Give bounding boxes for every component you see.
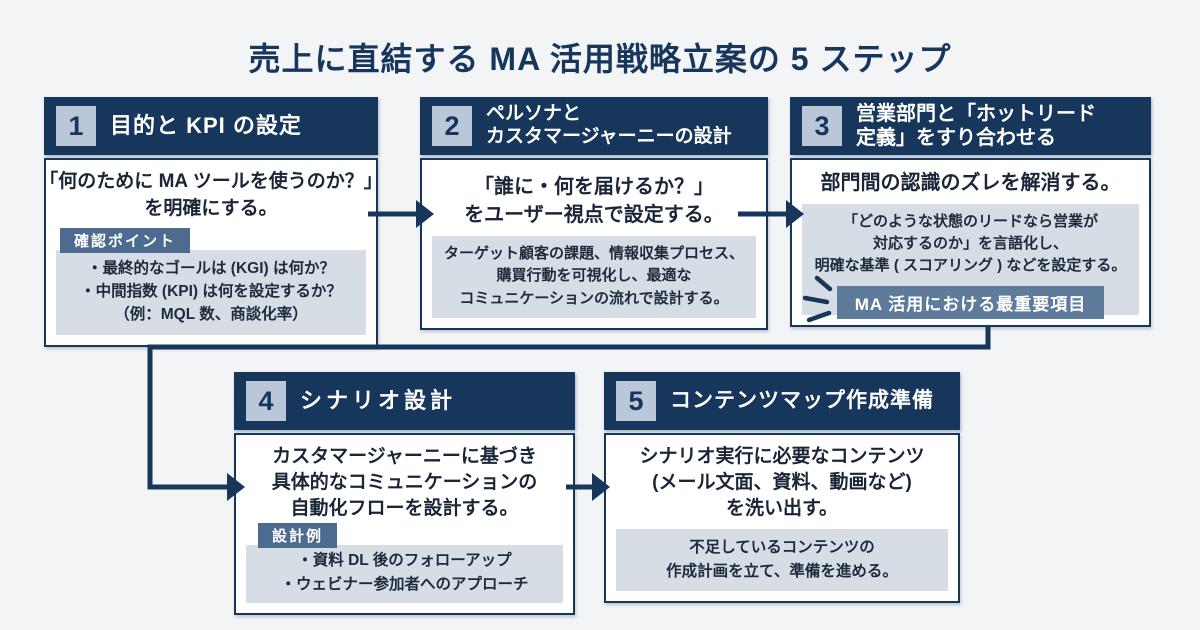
- step-box-1: 1 目的と KPI の設定 「何のために MA ツールを使うのか？」 を明確にす…: [39, 97, 383, 347]
- step-5-detail-panel: 不足しているコンテンツの 作成計画を立て、準備を進める。: [616, 529, 948, 591]
- step-2-header: 2 ペルソナと カスタマージャーニーの設計: [420, 97, 768, 155]
- step-2-number: 2: [432, 106, 472, 146]
- step-3-body-text: 部門間の認識のズレを解消する。: [820, 172, 1121, 194]
- step-3-detail-panel: 「どのような状態のリードなら営業が 対応するのか」を言語化し、 明確な基準 ( …: [802, 204, 1139, 322]
- step-1-header: 1 目的と KPI の設定: [44, 97, 378, 155]
- step-4-title: シナリオ設計: [300, 387, 457, 413]
- step-2-detail-panel: ターゲット顧客の課題、情報収集プロセス、 購買行動を可視化し、最適な コミュニケ…: [432, 235, 756, 319]
- step-5-body: シナリオ実行に必要なコンテンツ (メール文面、資料、動画など) を洗い出す。 不…: [604, 433, 960, 603]
- step-2-title: ペルソナと カスタマージャーニーの設計: [486, 103, 732, 147]
- step-2-body: 「誰に・何を届けるか？」 をユーザー視点で設定する。 ターゲット顧客の課題、情報…: [420, 158, 768, 331]
- step-3-number: 3: [802, 106, 842, 146]
- step-1-number: 1: [56, 106, 96, 146]
- step-2-body-text: 「誰に・何を届けるか？」: [474, 176, 714, 198]
- step-5-title: コンテンツマップ作成準備: [670, 389, 934, 413]
- emphasis-burst-icon: [802, 275, 832, 322]
- step-1-title: 目的と KPI の設定: [110, 112, 302, 138]
- step-1-detail-panel: ・最終的なゴールは (KGI) は何か？ ・中間指数 (KPI) は何を設定する…: [56, 249, 366, 335]
- step-box-5: 5 コンテンツマップ作成準備 シナリオ実行に必要なコンテンツ (メール文面、資料…: [604, 372, 960, 603]
- step-4-body-text: カスタマージャーニーに基づき: [272, 446, 537, 467]
- step-5-header: 5 コンテンツマップ作成準備: [604, 372, 960, 430]
- step-4-detail-panel: ・資料 DL 後のフォローアップ ・ウェビナー参加者へのアプローチ: [246, 545, 563, 603]
- step-4-header: 4 シナリオ設計: [234, 372, 575, 430]
- step-box-2: 2 ペルソナと カスタマージャーニーの設計 「誰に・何を届けるか？」 をユーザー…: [420, 97, 768, 331]
- step-3-badge: MA 活用における最重要項目: [836, 285, 1105, 319]
- page-title: 売上に直結する MA 活用戦略立案の 5 ステップ: [248, 41, 952, 77]
- step-1-body-text: 「何のために MA ツールを使うのか？」: [39, 171, 383, 192]
- step-box-4: 4 シナリオ設計 カスタマージャーニーに基づき 具体的なコミュニケーションの 自…: [234, 372, 575, 615]
- step-4-sublabel: 設計例: [258, 523, 338, 549]
- step-1-sublabel: 確認ポイント: [60, 227, 191, 253]
- step-box-3: 3 営業部門と「ホットリード 定義」をすり合わせる 部門間の認識のズレを解消する…: [790, 97, 1151, 327]
- step-3-body: 部門間の認識のズレを解消する。 「どのような状態のリードなら営業が 対応するのか…: [790, 158, 1151, 327]
- step-3-header: 3 営業部門と「ホットリード 定義」をすり合わせる: [790, 97, 1151, 155]
- step-4-number: 4: [246, 381, 286, 421]
- step-5-body-text: シナリオ実行に必要なコンテンツ: [639, 446, 925, 467]
- step-1-body: 「何のために MA ツールを使うのか？」 を明確にする。 確認ポイント ・最終的…: [39, 158, 383, 347]
- step-4-body: カスタマージャーニーに基づき 具体的なコミュニケーションの 自動化フローを設計す…: [234, 433, 575, 615]
- step-5-number: 5: [616, 381, 656, 421]
- step-3-title: 営業部門と「ホットリード 定義」をすり合わせる: [856, 103, 1096, 149]
